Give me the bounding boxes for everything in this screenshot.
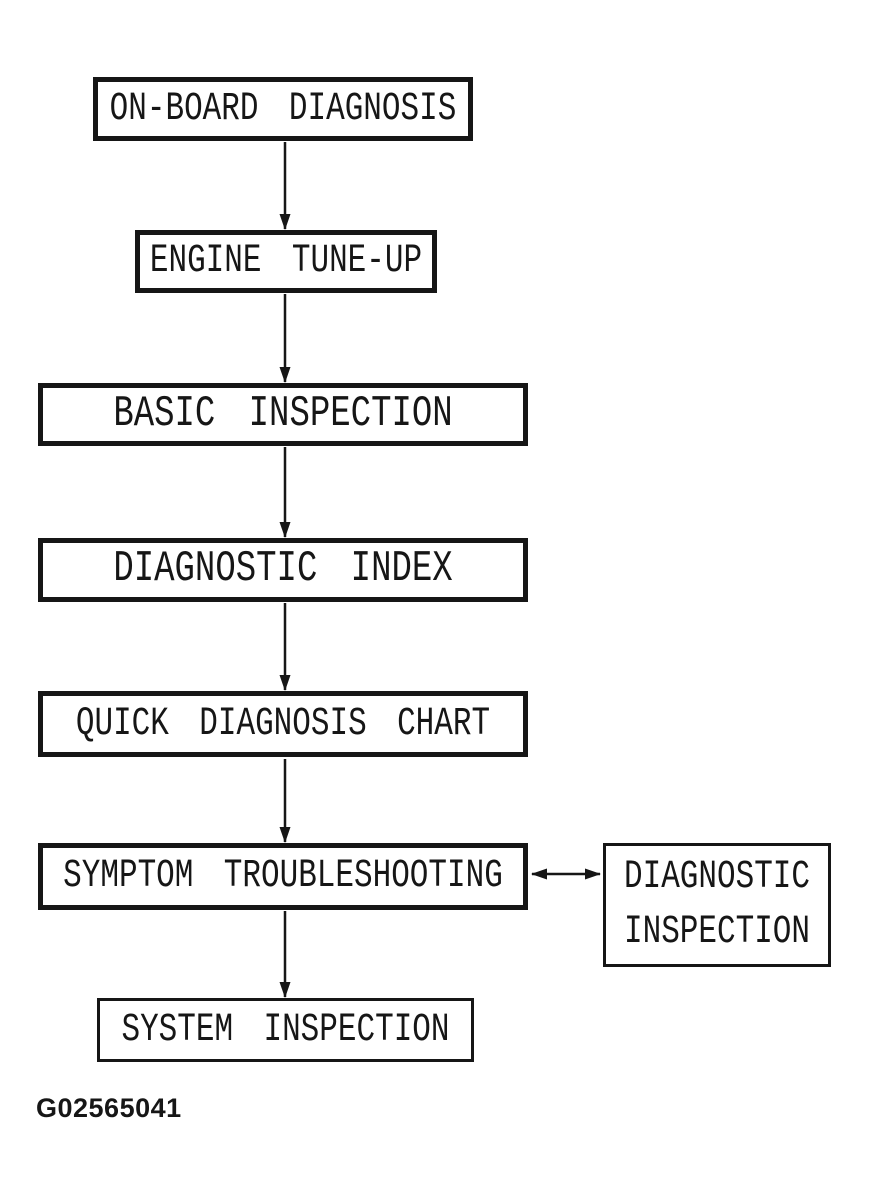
node-diagnostic-index: DIAGNOSTIC INDEX: [38, 538, 528, 602]
node-engine-tune-up: ENGINE TUNE-UP: [135, 230, 437, 293]
node-on-board-diagnosis: ON-BOARD DIAGNOSIS: [93, 77, 473, 141]
node-label-line-1: DIAGNOSTIC: [623, 855, 811, 900]
node-quick-diagnosis-chart: QUICK DIAGNOSIS CHART: [38, 691, 528, 757]
node-label: ENGINE TUNE-UP: [149, 239, 423, 284]
node-label-line-2: INSPECTION: [623, 910, 811, 955]
node-label: DIAGNOSTIC INDEX: [113, 545, 453, 595]
node-label: SYMPTOM TROUBLESHOOTING: [63, 854, 503, 899]
node-label: ON-BOARD DIAGNOSIS: [109, 86, 457, 132]
node-system-inspection: SYSTEM INSPECTION: [97, 998, 474, 1062]
node-label: BASIC INSPECTION: [113, 390, 453, 439]
node-diagnostic-inspection: DIAGNOSTIC INSPECTION: [603, 843, 831, 967]
node-label: QUICK DIAGNOSIS CHART: [75, 701, 491, 747]
node-label: SYSTEM INSPECTION: [121, 1007, 450, 1053]
node-basic-inspection: BASIC INSPECTION: [38, 383, 528, 446]
figure-code: G02565041: [36, 1093, 182, 1123]
node-symptom-troubleshooting: SYMPTOM TROUBLESHOOTING: [38, 843, 528, 910]
